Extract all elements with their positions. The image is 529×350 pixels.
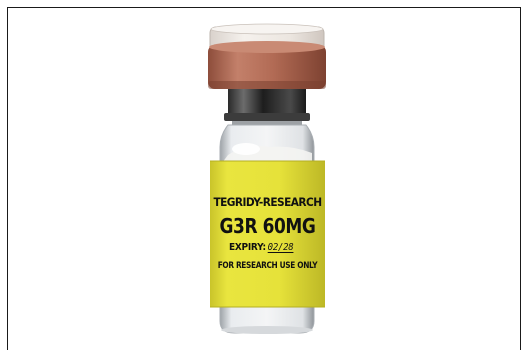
brand-name: TEGRIDY-RESEARCH: [213, 195, 322, 209]
vial-neck: [224, 89, 310, 127]
vial-label: [210, 160, 325, 308]
expiry-date: 02/28: [267, 242, 294, 253]
crimp-cap: [208, 41, 326, 89]
research-notice: FOR RESEARCH USE ONLY: [217, 261, 318, 271]
vial-photo: TEGRIDY-RESEARCH G3R 60MG EXPIRY:02/28 F…: [200, 17, 335, 343]
vial-illustration: [208, 23, 326, 334]
expiry-label: EXPIRY:: [228, 242, 266, 253]
product-name: G3R 60MG: [219, 214, 316, 238]
expiry-line: EXPIRY:02/28: [207, 243, 329, 253]
